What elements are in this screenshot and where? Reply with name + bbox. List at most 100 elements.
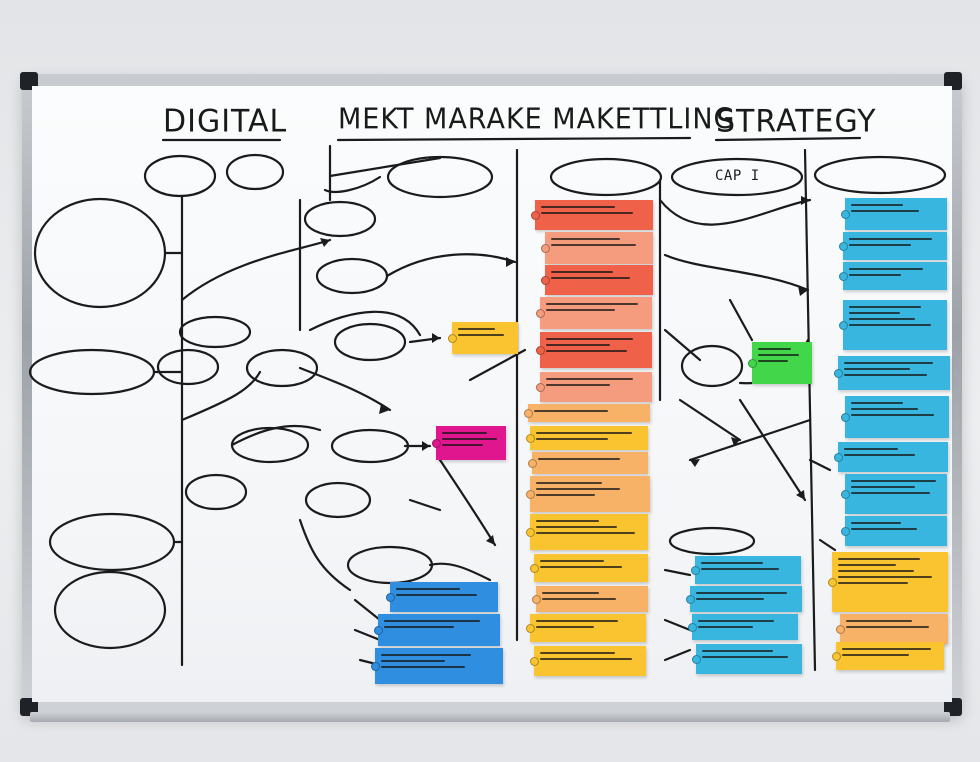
pushpin xyxy=(692,655,701,664)
note-scribble xyxy=(442,438,497,440)
note-scribble xyxy=(384,620,480,622)
pushpin xyxy=(834,453,843,462)
note-scribble xyxy=(846,626,929,628)
sticky-note xyxy=(532,452,648,474)
note-scribble xyxy=(846,620,913,622)
pushpin xyxy=(524,409,533,418)
note-scribble xyxy=(842,648,932,650)
note-scribble xyxy=(701,562,764,564)
pushpin xyxy=(841,490,850,499)
note-scribble xyxy=(758,348,792,350)
pushpin xyxy=(541,276,550,285)
note-scribble xyxy=(838,558,921,560)
pushpin xyxy=(686,595,695,604)
note-scribble xyxy=(851,486,915,488)
note-scribble xyxy=(536,626,595,628)
note-scribble xyxy=(844,362,933,364)
note-scribble xyxy=(536,494,596,496)
pushpin xyxy=(526,528,535,537)
sticky-note xyxy=(390,582,498,612)
sticky-note xyxy=(695,556,801,584)
note-scribble xyxy=(702,656,789,658)
sticky-note xyxy=(375,648,503,684)
note-scribble xyxy=(842,654,910,656)
sticky-note xyxy=(534,554,648,582)
note-scribble xyxy=(698,620,775,622)
sticky-note xyxy=(545,265,653,295)
note-scribble xyxy=(838,564,897,566)
note-scribble xyxy=(534,410,608,412)
note-scribble xyxy=(844,374,927,376)
note-scribble xyxy=(536,432,633,434)
pushpin xyxy=(386,593,395,602)
pushpin xyxy=(841,413,850,422)
sticky-note xyxy=(540,297,652,329)
bubble-text-cap: CAP I xyxy=(715,168,760,184)
note-scribble xyxy=(384,626,455,628)
note-scribble xyxy=(701,568,780,570)
pushpin xyxy=(839,242,848,251)
pushpin xyxy=(526,434,535,443)
note-scribble xyxy=(442,444,484,446)
note-scribble xyxy=(849,238,932,240)
note-scribble xyxy=(540,658,632,660)
sticky-note xyxy=(752,342,812,384)
note-scribble xyxy=(851,210,919,212)
pushpin xyxy=(536,383,545,392)
sticky-note xyxy=(540,372,652,402)
note-scribble xyxy=(546,344,610,346)
pushpin xyxy=(371,662,380,671)
note-scribble xyxy=(458,334,505,336)
note-scribble xyxy=(546,384,610,386)
note-scribble xyxy=(536,488,621,490)
sticky-note xyxy=(838,442,948,472)
note-scribble xyxy=(849,244,911,246)
sticky-note xyxy=(530,476,650,512)
sticky-note xyxy=(692,614,798,640)
note-scribble xyxy=(851,492,931,494)
note-scribble xyxy=(844,368,910,370)
note-scribble xyxy=(381,654,472,656)
pushpin xyxy=(374,626,383,635)
pushpin xyxy=(839,272,848,281)
note-scribble xyxy=(546,338,633,340)
sticky-note xyxy=(540,332,652,368)
sticky-note xyxy=(845,474,947,514)
note-scribble xyxy=(540,652,615,654)
note-scribble xyxy=(696,598,764,600)
note-scribble xyxy=(546,378,633,380)
note-scribble xyxy=(849,268,923,270)
pushpin xyxy=(541,244,550,253)
pushpin xyxy=(536,309,545,318)
note-scribble xyxy=(546,350,627,352)
note-scribble xyxy=(396,588,461,590)
note-scribble xyxy=(381,660,445,662)
pushpin xyxy=(526,624,535,633)
note-scribble xyxy=(540,560,605,562)
note-scribble xyxy=(442,432,487,434)
note-scribble xyxy=(542,598,616,600)
note-scribble xyxy=(849,312,900,314)
note-scribble xyxy=(851,414,934,416)
frame-corner xyxy=(20,698,38,716)
marker-tray xyxy=(30,712,950,722)
note-scribble xyxy=(851,402,903,404)
sticky-note xyxy=(528,404,650,422)
sticky-note xyxy=(452,322,518,354)
pushpin xyxy=(531,211,540,220)
pushpin xyxy=(530,564,539,573)
note-scribble xyxy=(758,354,800,356)
note-scribble xyxy=(542,592,599,594)
title-word-3: STRATEGY xyxy=(716,103,877,140)
note-scribble xyxy=(541,206,616,208)
note-scribble xyxy=(536,526,617,528)
note-scribble xyxy=(396,594,477,596)
pushpin xyxy=(834,369,843,378)
pushpin xyxy=(526,490,535,499)
sticky-note xyxy=(843,232,947,260)
sticky-note xyxy=(378,614,500,646)
note-scribble xyxy=(702,650,773,652)
note-scribble xyxy=(551,238,621,240)
sticky-note xyxy=(843,262,947,290)
